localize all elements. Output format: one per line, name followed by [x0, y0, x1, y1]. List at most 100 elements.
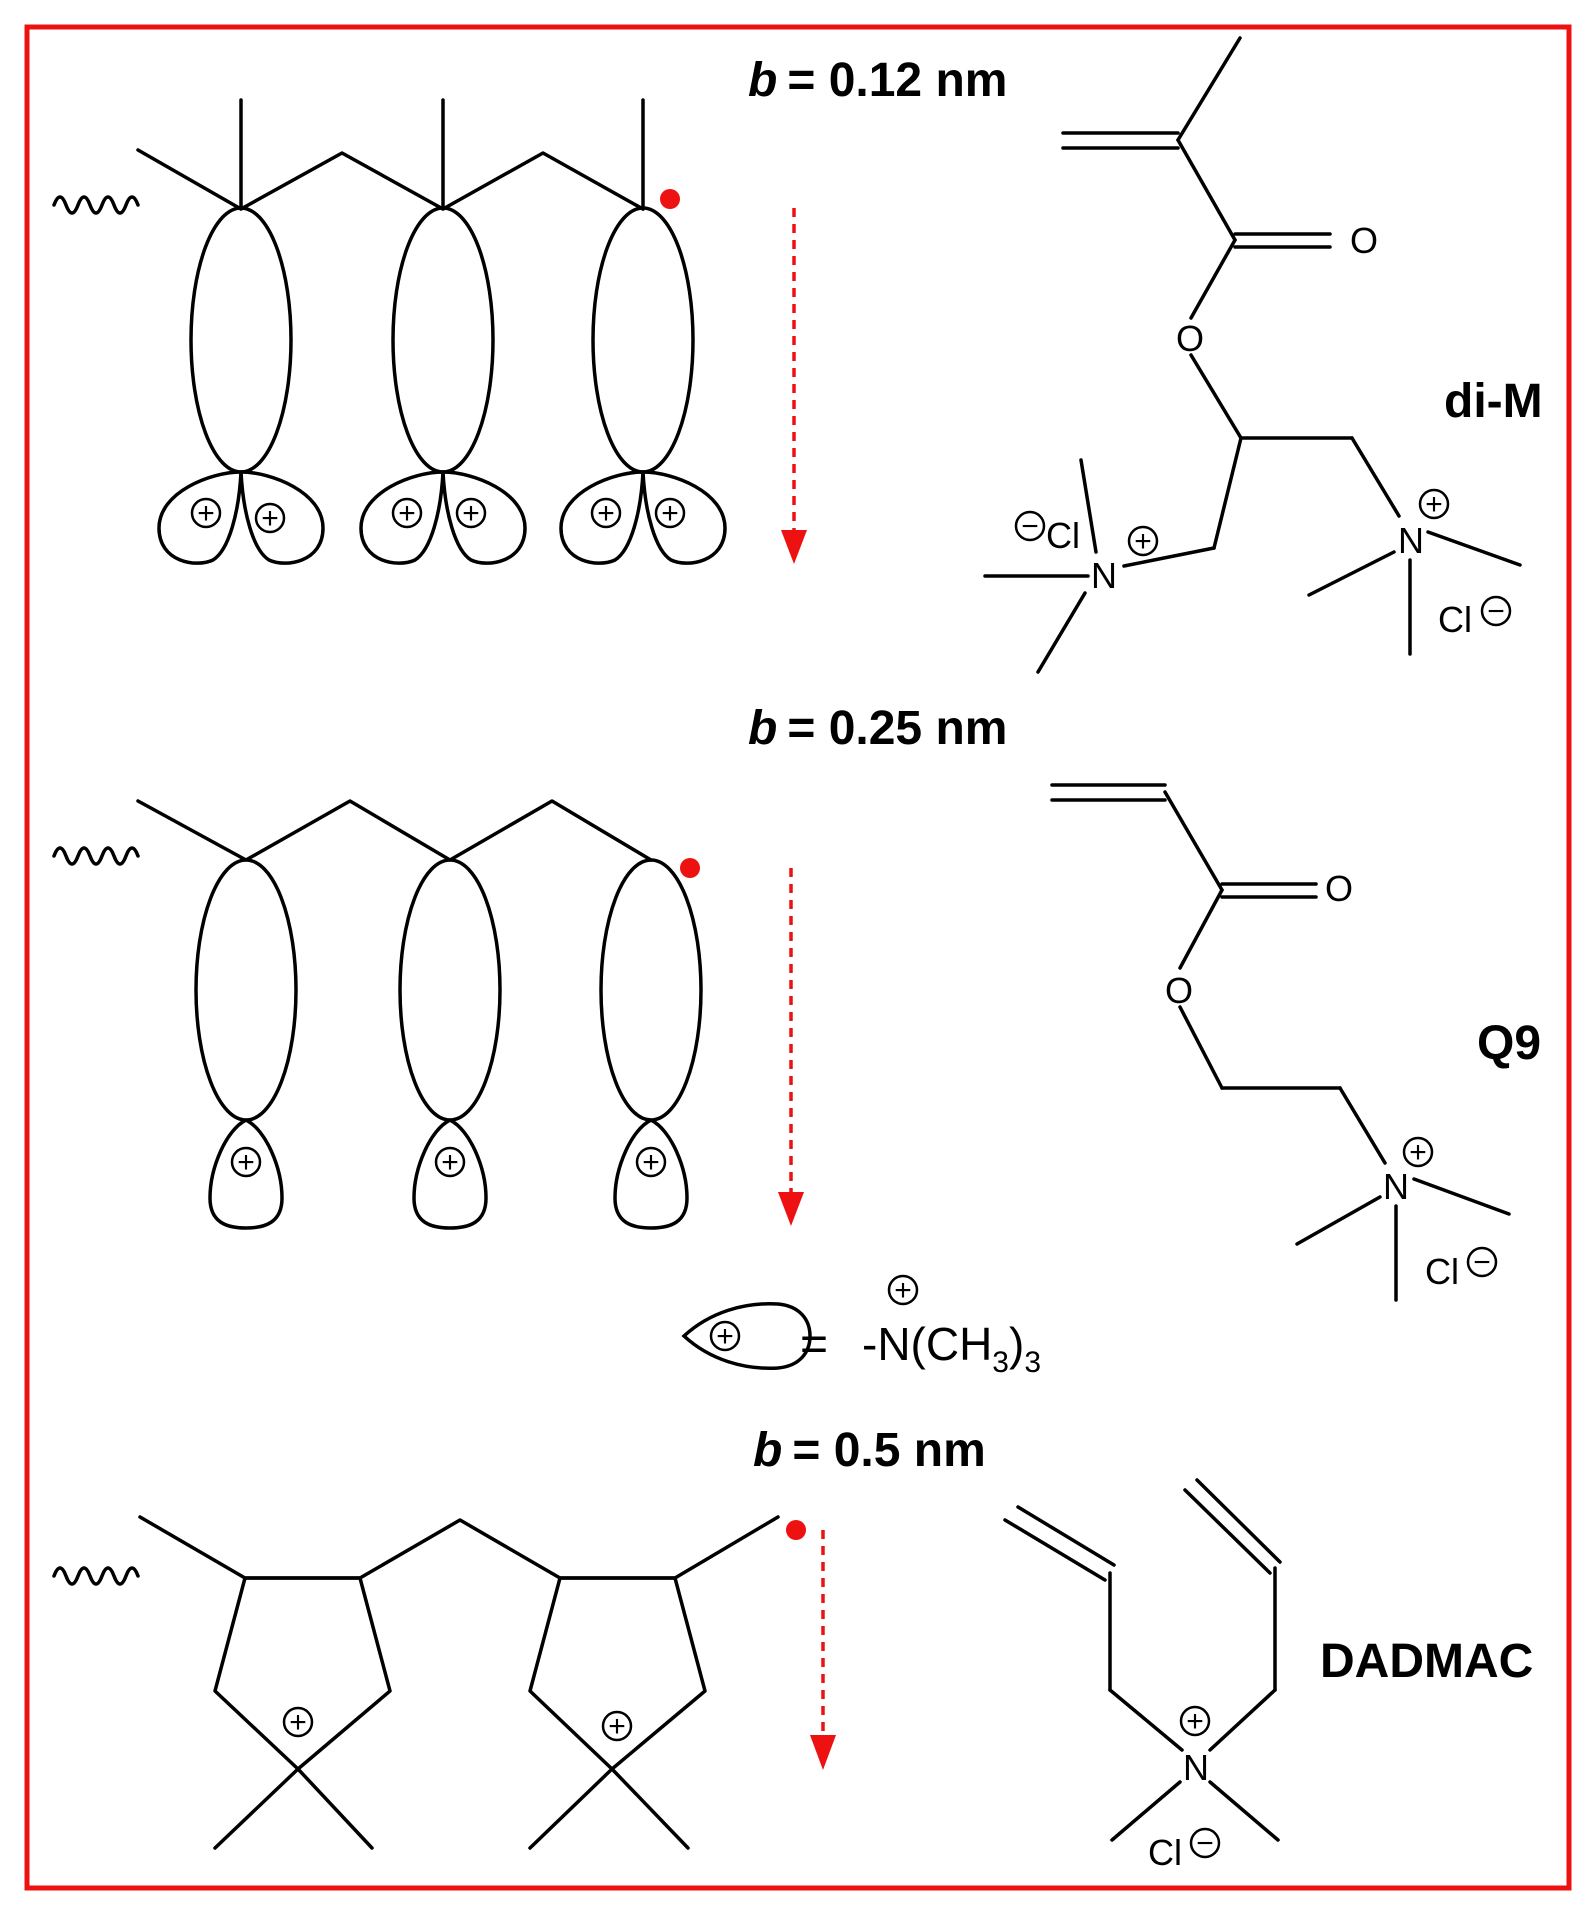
cation-lobe-pair [559, 470, 727, 565]
plus-circle-icon [654, 497, 686, 529]
chloride-label: Cl [1046, 515, 1080, 556]
radical-dot-icon [786, 1520, 806, 1540]
dashed-arrow-icon [778, 868, 804, 1226]
plus-circle-icon [1402, 1136, 1434, 1168]
oxygen-label: O [1176, 318, 1204, 359]
nitrogen-label: N [1183, 1747, 1209, 1788]
plus-circle-icon [434, 1146, 466, 1178]
plus-circle-icon [282, 1706, 314, 1738]
plus-sign: + [462, 497, 480, 530]
side-chain-ellipse [599, 858, 703, 1122]
minus-sign: − [1487, 595, 1505, 628]
minus-circle-icon [1466, 1246, 1498, 1278]
minus-circle-icon [1189, 1827, 1221, 1859]
plus-circle-icon [590, 497, 622, 529]
plus-circle-icon [254, 502, 286, 534]
monomer-name-dadmac: DADMAC [1320, 1635, 1533, 1688]
plus-sign: + [1186, 1705, 1204, 1738]
legend: + = + -N(CH3)3 [681, 1274, 1041, 1379]
plus-circle-icon [601, 1710, 633, 1742]
monomer-structure-q9 [1050, 783, 1511, 1302]
plus-circle-icon [887, 1274, 919, 1306]
radical-dot-icon [660, 189, 680, 209]
cation-lobe-icon [441, 470, 527, 565]
backbone-line [138, 1515, 780, 1580]
minus-circle-icon [1480, 595, 1512, 627]
side-chain-ellipse [591, 206, 695, 474]
monomer-name-dim: di-M [1444, 375, 1543, 428]
chloride-label: Cl [1148, 1832, 1182, 1873]
cation-lobe-pair [157, 470, 325, 565]
backbone-line [136, 799, 653, 862]
monomer-name-q9: Q9 [1477, 1017, 1541, 1070]
plus-circle-icon [635, 1146, 667, 1178]
plus-circle-icon [190, 497, 222, 529]
plus-sign: + [441, 1146, 459, 1179]
dashed-arrow-icon [781, 208, 807, 564]
nitrogen-label: N [1398, 520, 1424, 561]
plus-circle-icon [391, 497, 423, 529]
plus-sign: + [642, 1146, 660, 1179]
plus-circles [190, 497, 686, 534]
cation-lobe-icon [613, 1118, 689, 1230]
spacing-label-1: b= 0.12 nm [748, 54, 1007, 107]
legend-equals: = [800, 1318, 828, 1371]
spacing-label-3: b= 0.5 nm [753, 1424, 986, 1477]
chloride-label: Cl [1438, 599, 1472, 640]
pyrrolidinium-ring [528, 1576, 707, 1771]
pyrrolidinium-ring [213, 1576, 392, 1771]
nitrogen-label: N [1383, 1166, 1409, 1207]
polymer-chain-dadmac [52, 1515, 780, 1850]
plus-sign: + [1425, 488, 1443, 521]
plus-sign: + [608, 1710, 626, 1743]
spacing-label-2: b= 0.25 nm [748, 702, 1007, 755]
backbone-line [136, 148, 645, 211]
chloride-label: Cl [1425, 1251, 1459, 1292]
plus-sign: + [237, 1146, 255, 1179]
dashed-arrow-icon [810, 1530, 836, 1770]
wavy-bond-icon [52, 195, 140, 215]
side-chain-ellipse [391, 206, 495, 474]
radical-dot-icon [680, 858, 700, 878]
plus-sign: + [261, 502, 279, 535]
monomer-structure-dadmac [1003, 1478, 1282, 1842]
oxygen-label: O [1325, 868, 1353, 909]
frame-border [24, 24, 1572, 1891]
plus-sign: + [597, 497, 615, 530]
cation-lobe-icon [681, 1302, 812, 1370]
minus-sign: − [1021, 510, 1039, 543]
plus-sign: + [1409, 1136, 1427, 1169]
side-chain-ellipse [189, 206, 293, 474]
plus-sign: + [289, 1706, 307, 1739]
cation-lobe-icon [641, 470, 727, 565]
legend-group-formula: -N(CH3)3 [862, 1318, 1041, 1379]
plus-sign: + [197, 497, 215, 530]
cation-lobe-icon [412, 1118, 488, 1230]
side-chain-ellipse [194, 858, 298, 1122]
nitrogen-label: N [1091, 555, 1117, 596]
plus-sign: + [1134, 525, 1152, 558]
plus-sign: + [716, 1320, 734, 1353]
plus-circle-icon [230, 1146, 262, 1178]
polymer-chain-dim [52, 98, 727, 565]
plus-sign: + [661, 497, 679, 530]
plus-circle-icon [1418, 488, 1450, 520]
monomer-atoms-q9: O O N Cl + − [1165, 868, 1498, 1292]
oxygen-label: O [1165, 970, 1193, 1011]
cation-lobe-icon [559, 470, 645, 565]
polymer-plus-signs: + + + + + + + + + + + [197, 497, 679, 1743]
polymer-chain-q9 [52, 799, 703, 1230]
wavy-bond-icon [52, 846, 140, 866]
monomer-structure-dim [983, 36, 1522, 674]
cation-lobe-icon [359, 470, 445, 565]
minus-sign: − [1473, 1246, 1491, 1279]
oxygen-label: O [1350, 220, 1378, 261]
cation-lobe-icon [239, 470, 325, 565]
plus-sign: + [894, 1274, 912, 1307]
plus-sign: + [398, 497, 416, 530]
cation-lobe-icon [208, 1118, 284, 1230]
monomer-atoms-dim: O O N N Cl Cl − + + − [1014, 220, 1512, 640]
side-chain-ellipse [398, 858, 502, 1122]
